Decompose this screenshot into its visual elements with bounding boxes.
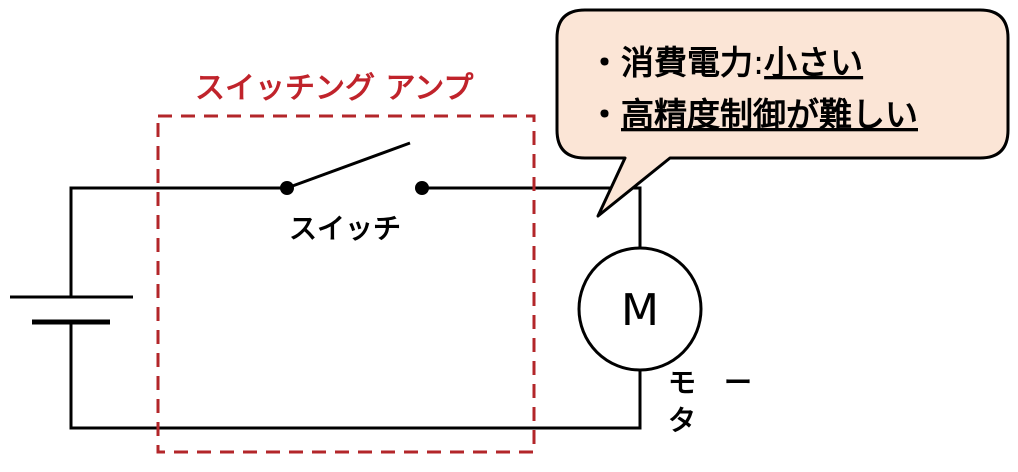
switch-symbol bbox=[280, 141, 429, 195]
switch-contact-right bbox=[415, 181, 429, 195]
switch-label: スイッチ bbox=[289, 212, 401, 245]
wire-right-top bbox=[422, 186, 642, 250]
bullet-2-text: 高精度制御が難しい bbox=[621, 95, 918, 134]
bullet-1-label: 消費電力 bbox=[621, 43, 753, 82]
switch-lever bbox=[286, 141, 411, 190]
circuit-wires bbox=[69, 186, 642, 430]
motor-letter: M bbox=[621, 285, 659, 336]
motor-label-bottom: タ bbox=[668, 404, 696, 437]
motor-label-top: モ ー bbox=[668, 366, 752, 399]
wire-left-top bbox=[69, 186, 287, 297]
bullet-1-separator: : bbox=[753, 43, 764, 82]
bullet-1-dot: ・ bbox=[588, 43, 621, 82]
callout-bubble bbox=[555, 8, 1010, 218]
bullet-2-dot: ・ bbox=[588, 95, 621, 134]
callout-line-2: ・高精度制御が難しい bbox=[588, 95, 918, 134]
switching-amplifier-label: スイッチング アンプ bbox=[195, 71, 474, 106]
callout-line-1: ・消費電力:小さい bbox=[588, 43, 863, 82]
battery-symbol bbox=[10, 295, 133, 325]
bullet-1-value: 小さい bbox=[764, 43, 863, 82]
motor-circle bbox=[577, 246, 703, 372]
switching-amplifier-box bbox=[156, 114, 536, 454]
wire-bottom bbox=[69, 322, 642, 430]
motor-symbol: M bbox=[577, 246, 703, 372]
